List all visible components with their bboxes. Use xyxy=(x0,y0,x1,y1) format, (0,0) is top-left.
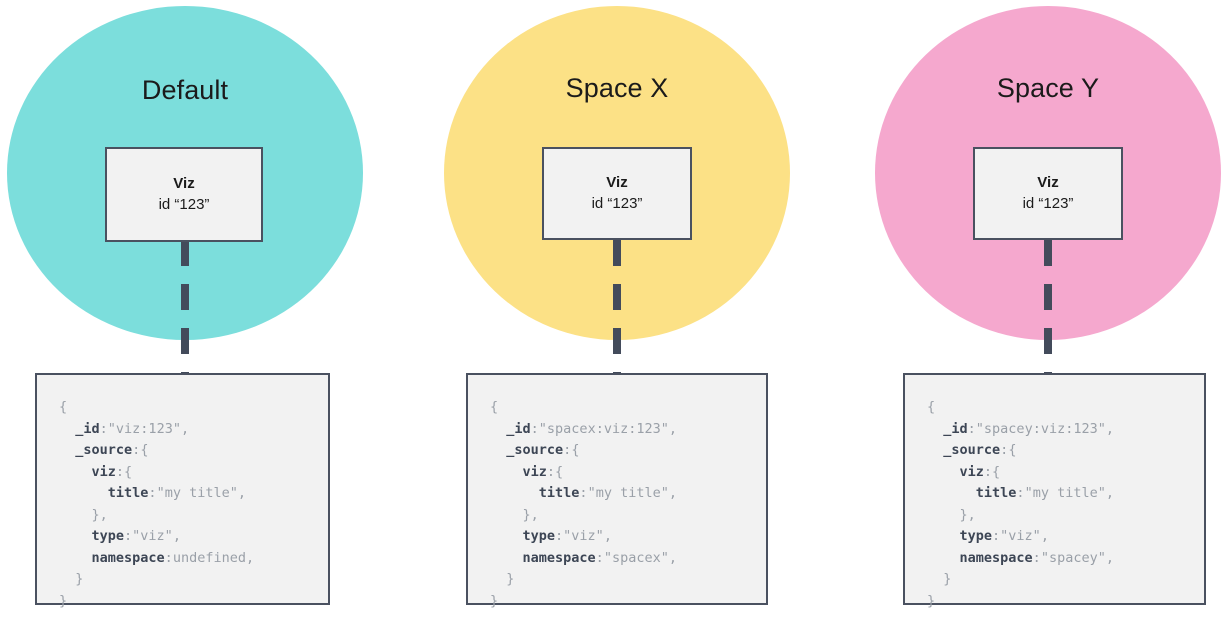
space-title-spacey: Space Y xyxy=(996,73,1100,103)
document-code-spacex: { _id:"spacex:viz:123", _source:{ viz:{ … xyxy=(490,399,677,609)
document-box-default: { _id:"viz:123", _source:{ viz:{ title:"… xyxy=(35,373,330,609)
connector-spacey xyxy=(1044,240,1052,374)
document-box-spacex: { _id:"spacex:viz:123", _source:{ viz:{ … xyxy=(466,373,768,609)
viz-node-type-spacex: Viz xyxy=(606,174,628,192)
connector-default xyxy=(181,240,189,374)
viz-node-default: Viz id “123” xyxy=(105,147,263,242)
space-title-spacex: Space X xyxy=(565,73,669,103)
viz-node-id-spacey: id “123” xyxy=(1022,194,1074,212)
connector-spacex xyxy=(613,240,621,374)
viz-node-type-spacey: Viz xyxy=(1037,174,1059,192)
viz-node-id-spacex: id “123” xyxy=(591,194,643,212)
document-code-default: { _id:"viz:123", _source:{ viz:{ title:"… xyxy=(59,399,255,609)
viz-node-id-default: id “123” xyxy=(158,195,210,213)
viz-node-type-default: Viz xyxy=(173,175,195,193)
document-box-spacey: { _id:"spacey:viz:123", _source:{ viz:{ … xyxy=(903,373,1206,609)
space-title-default: Default xyxy=(141,75,229,105)
document-code-spacey: { _id:"spacey:viz:123", _source:{ viz:{ … xyxy=(927,399,1114,609)
viz-node-spacex: Viz id “123” xyxy=(542,147,692,240)
viz-node-spacey: Viz id “123” xyxy=(973,147,1123,240)
